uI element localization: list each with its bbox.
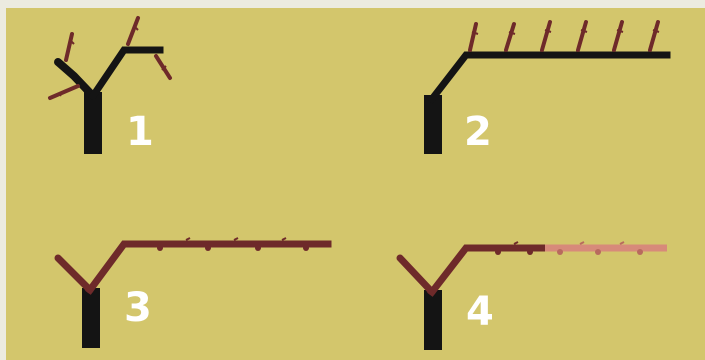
stage-label-3: 3	[124, 288, 152, 328]
stage-label-2: 2	[464, 112, 492, 152]
stage-label-4: 4	[466, 292, 494, 332]
vine-stage-3-icon	[58, 238, 328, 348]
vine-stage-4-icon	[400, 242, 667, 350]
stage-label-1: 1	[126, 112, 154, 152]
vine-stage-2-icon	[424, 22, 667, 154]
